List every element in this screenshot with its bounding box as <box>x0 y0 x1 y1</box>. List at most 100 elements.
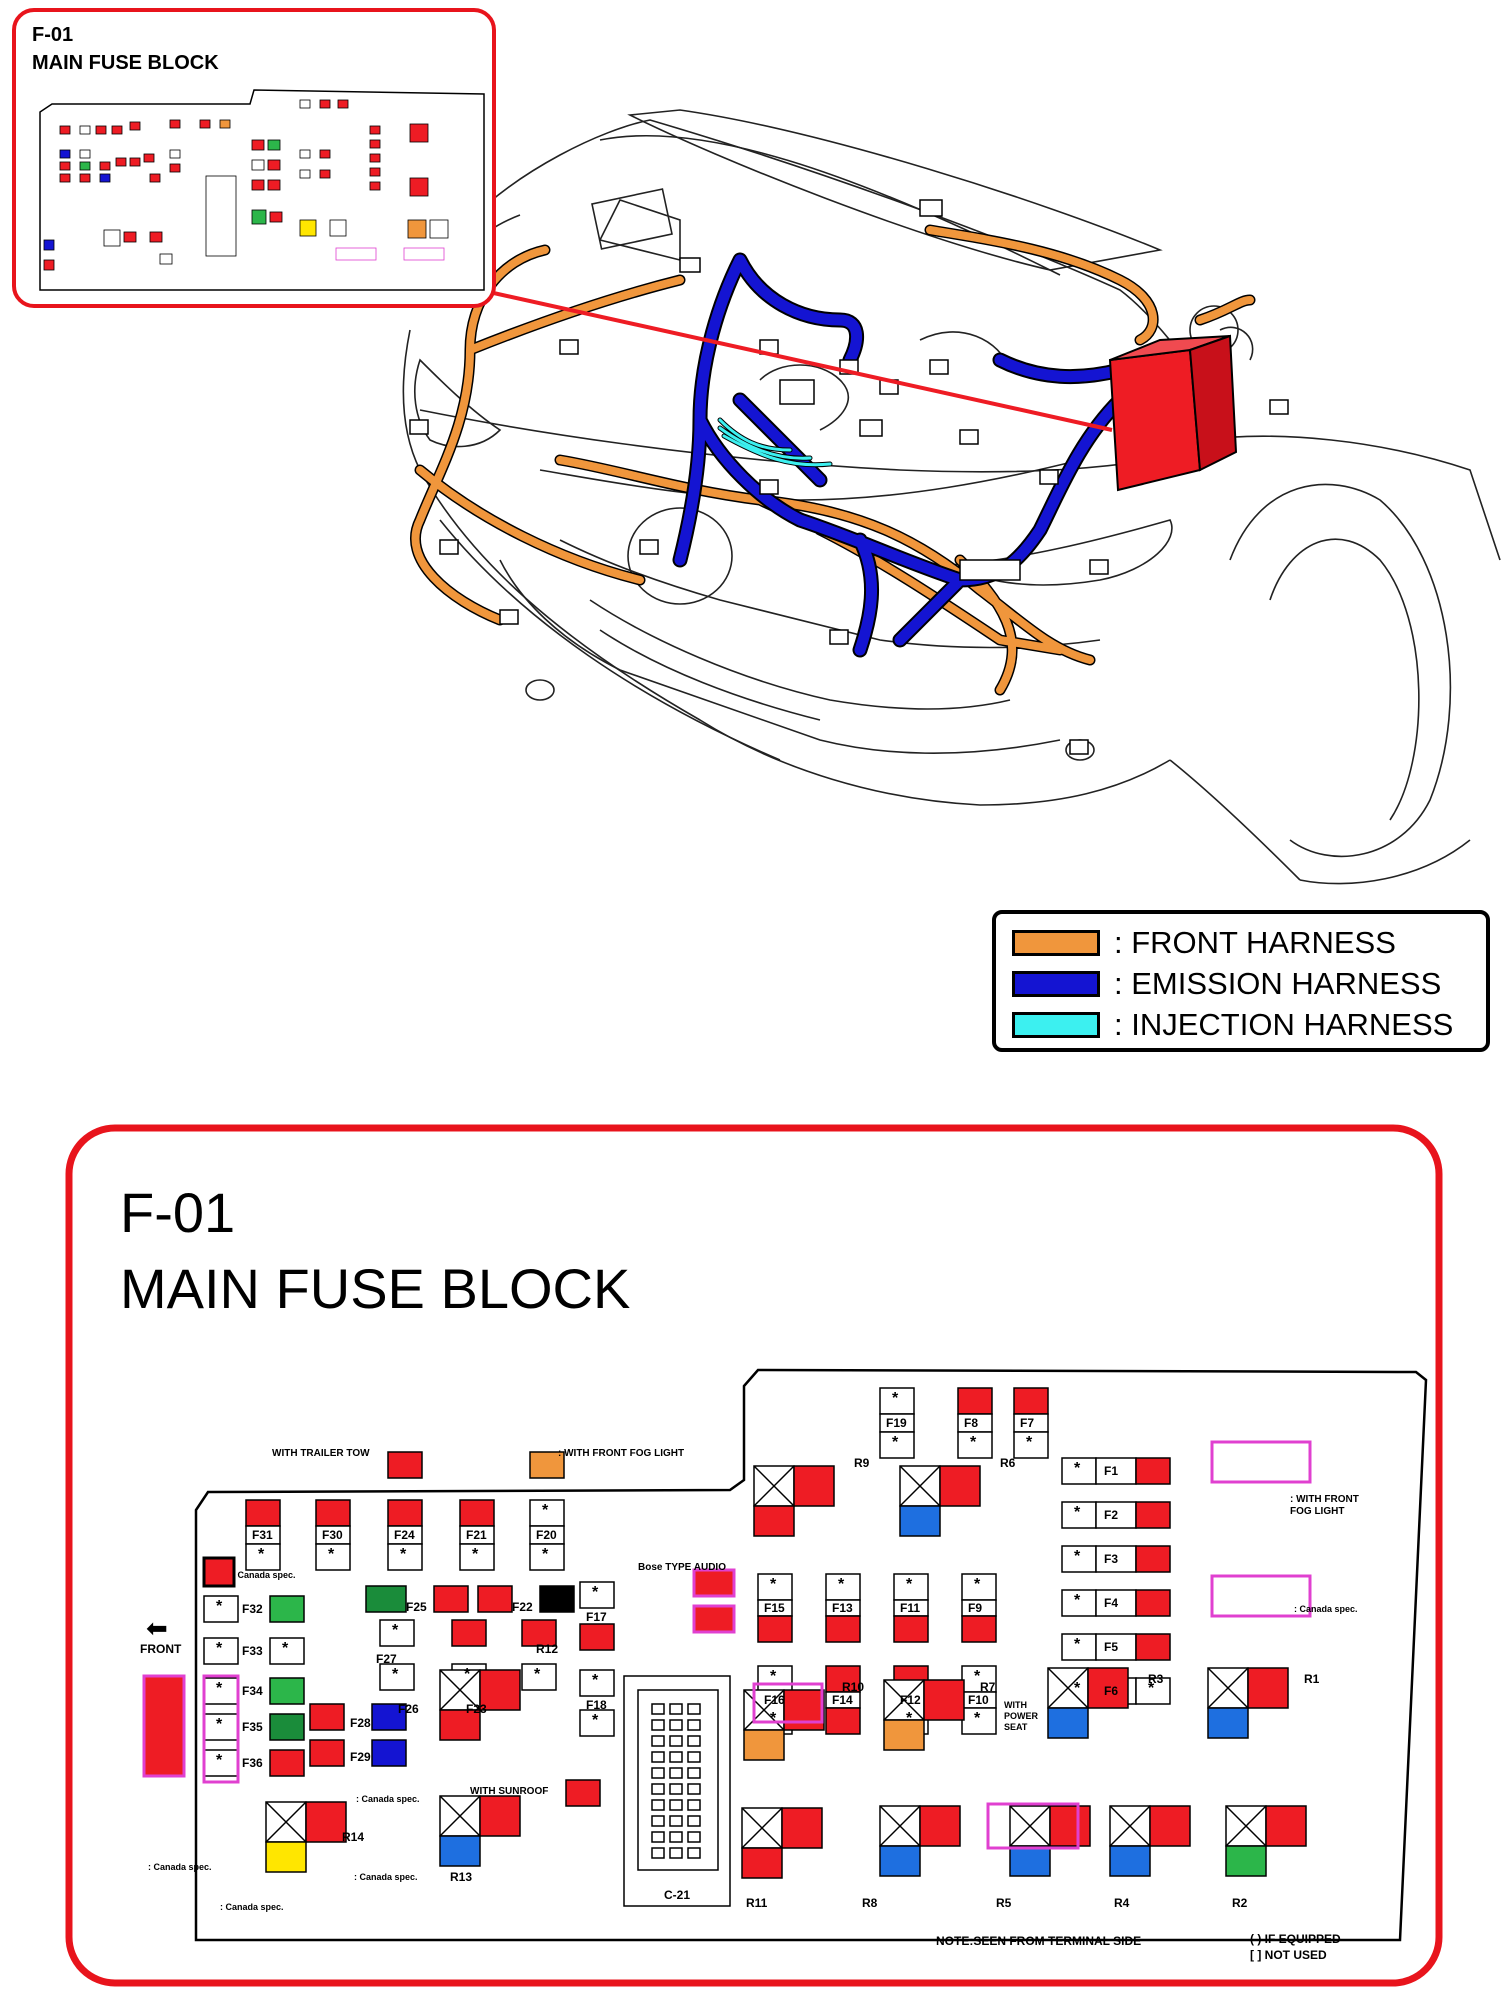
fuse-label: F32 <box>242 1602 263 1616</box>
terminal-asterisk: * <box>906 1710 913 1727</box>
terminal-asterisk: * <box>216 1598 223 1615</box>
fuse-label: F2 <box>1104 1508 1119 1522</box>
fuse-terminal <box>529 1543 565 1571</box>
fuse-terminal <box>1061 1457 1097 1485</box>
terminal-asterisk: * <box>770 1668 777 1685</box>
connector-pin <box>651 1767 665 1779</box>
relay-terminal <box>793 1465 835 1507</box>
terminal-asterisk: * <box>1148 1680 1155 1697</box>
fuse-label: F9 <box>968 1601 983 1615</box>
relay-terminal <box>1087 1667 1129 1709</box>
fuse-terminal <box>365 1585 407 1613</box>
relay-terminal <box>939 1465 981 1507</box>
inset-code: F-01 <box>32 24 74 46</box>
relay-label: R4 <box>1114 1896 1130 1910</box>
terminal-asterisk: * <box>838 1576 845 1593</box>
legend-row-emission: : EMISSION HARNESS <box>1012 966 1441 1001</box>
canada-fuse <box>202 1556 236 1588</box>
terminal-asterisk: * <box>542 1546 549 1563</box>
terminal-asterisk: * <box>592 1712 599 1729</box>
fuse-terminal <box>315 1499 351 1527</box>
connector-pin <box>669 1783 683 1795</box>
fuse-terminal <box>539 1585 575 1613</box>
fuse-terminal <box>1135 1457 1171 1485</box>
fuse-terminal <box>1135 1633 1171 1661</box>
note-canada: : Canada spec. <box>354 1872 418 1882</box>
fuse-label: F30 <box>322 1528 343 1542</box>
fuse-label: F23 <box>466 1702 487 1716</box>
optional-bracket <box>752 1682 824 1724</box>
terminal-asterisk: * <box>592 1584 599 1601</box>
fuse-label: F20 <box>536 1528 557 1542</box>
relay-label: R13 <box>450 1870 473 1884</box>
relay-cross-lines <box>1009 1805 1051 1847</box>
fuse-label: F16 <box>764 1693 785 1707</box>
fuse-terminal <box>1013 1431 1049 1459</box>
fuse-terminal <box>957 1431 993 1459</box>
terminal-asterisk: * <box>892 1434 899 1451</box>
relay-terminal <box>305 1801 347 1843</box>
relay-terminal <box>743 1729 785 1761</box>
fuse-terminal <box>579 1709 615 1737</box>
relay-cross-lines <box>1047 1667 1089 1709</box>
relay-label: R7 <box>980 1680 996 1694</box>
relay-cross-lines <box>439 1669 481 1711</box>
connector-pin <box>669 1815 683 1827</box>
connector-pin <box>687 1767 701 1779</box>
relay-terminal <box>753 1505 795 1537</box>
fuse-label: F27 <box>376 1652 397 1666</box>
terminal-asterisk: * <box>216 1752 223 1769</box>
relay-cross-lines <box>883 1679 925 1721</box>
fuse-terminal <box>203 1637 239 1665</box>
relay-cross-lines <box>879 1805 921 1847</box>
fuse-terminal <box>1013 1387 1049 1415</box>
front-arrow-icon: ⬅ <box>146 1613 168 1643</box>
connector-c21-body <box>637 1689 719 1871</box>
optional-bracket <box>1210 1440 1312 1484</box>
terminal-asterisk: * <box>770 1710 777 1727</box>
relay-label: R5 <box>996 1896 1012 1910</box>
injection-harness-swatch <box>1012 1012 1100 1038</box>
relay-terminal <box>479 1669 521 1711</box>
fuse-label: F6 <box>1104 1684 1119 1698</box>
fuse-terminal <box>957 1387 993 1415</box>
callout-line <box>479 288 1113 432</box>
legend-label: : INJECTION HARNESS <box>1114 1007 1454 1042</box>
terminal-asterisk: * <box>392 1622 399 1639</box>
fuse-terminal <box>477 1585 513 1613</box>
fuse-terminal <box>579 1669 615 1697</box>
connector-pin <box>669 1847 683 1859</box>
relay-terminal <box>265 1841 307 1873</box>
detail-code: F-01 <box>120 1181 236 1244</box>
relay-terminal <box>899 1505 941 1537</box>
terminal-asterisk: * <box>472 1546 479 1563</box>
fuse-label: F24 <box>394 1528 415 1542</box>
relay-terminal <box>439 1835 481 1867</box>
fuse-terminal <box>757 1665 793 1693</box>
relay-terminal <box>1047 1707 1089 1739</box>
note-canada: : Canada spec. <box>148 1862 212 1872</box>
fuse-terminal <box>1135 1589 1171 1617</box>
relay-label: R3 <box>1148 1672 1164 1686</box>
fuse-terminal <box>269 1749 305 1777</box>
terminal-asterisk: * <box>542 1502 549 1519</box>
fuse-label: F21 <box>466 1528 487 1542</box>
connector-pin <box>669 1767 683 1779</box>
connector-pin <box>669 1703 683 1715</box>
fuse-label: F3 <box>1104 1552 1119 1566</box>
fuse-terminal <box>1135 1677 1171 1705</box>
terminal-asterisk: * <box>1074 1504 1081 1521</box>
relay-cross-lines <box>1225 1805 1267 1847</box>
inset-fuse-block <box>39 89 485 291</box>
fuse-label: F5 <box>1104 1640 1119 1654</box>
fuse-terminal <box>961 1573 997 1601</box>
optional-bracket <box>1210 1574 1312 1618</box>
connector-pin <box>651 1751 665 1763</box>
relay-cross-lines <box>1207 1667 1249 1709</box>
legend-row-front: : FRONT HARNESS <box>1012 925 1396 960</box>
note-sunroof: WITH SUNROOF <box>470 1786 549 1797</box>
fuse-label: F4 <box>1104 1596 1119 1610</box>
terminal-asterisk: * <box>216 1640 223 1657</box>
terminal-asterisk: * <box>534 1666 541 1683</box>
relay-terminal <box>919 1805 961 1847</box>
